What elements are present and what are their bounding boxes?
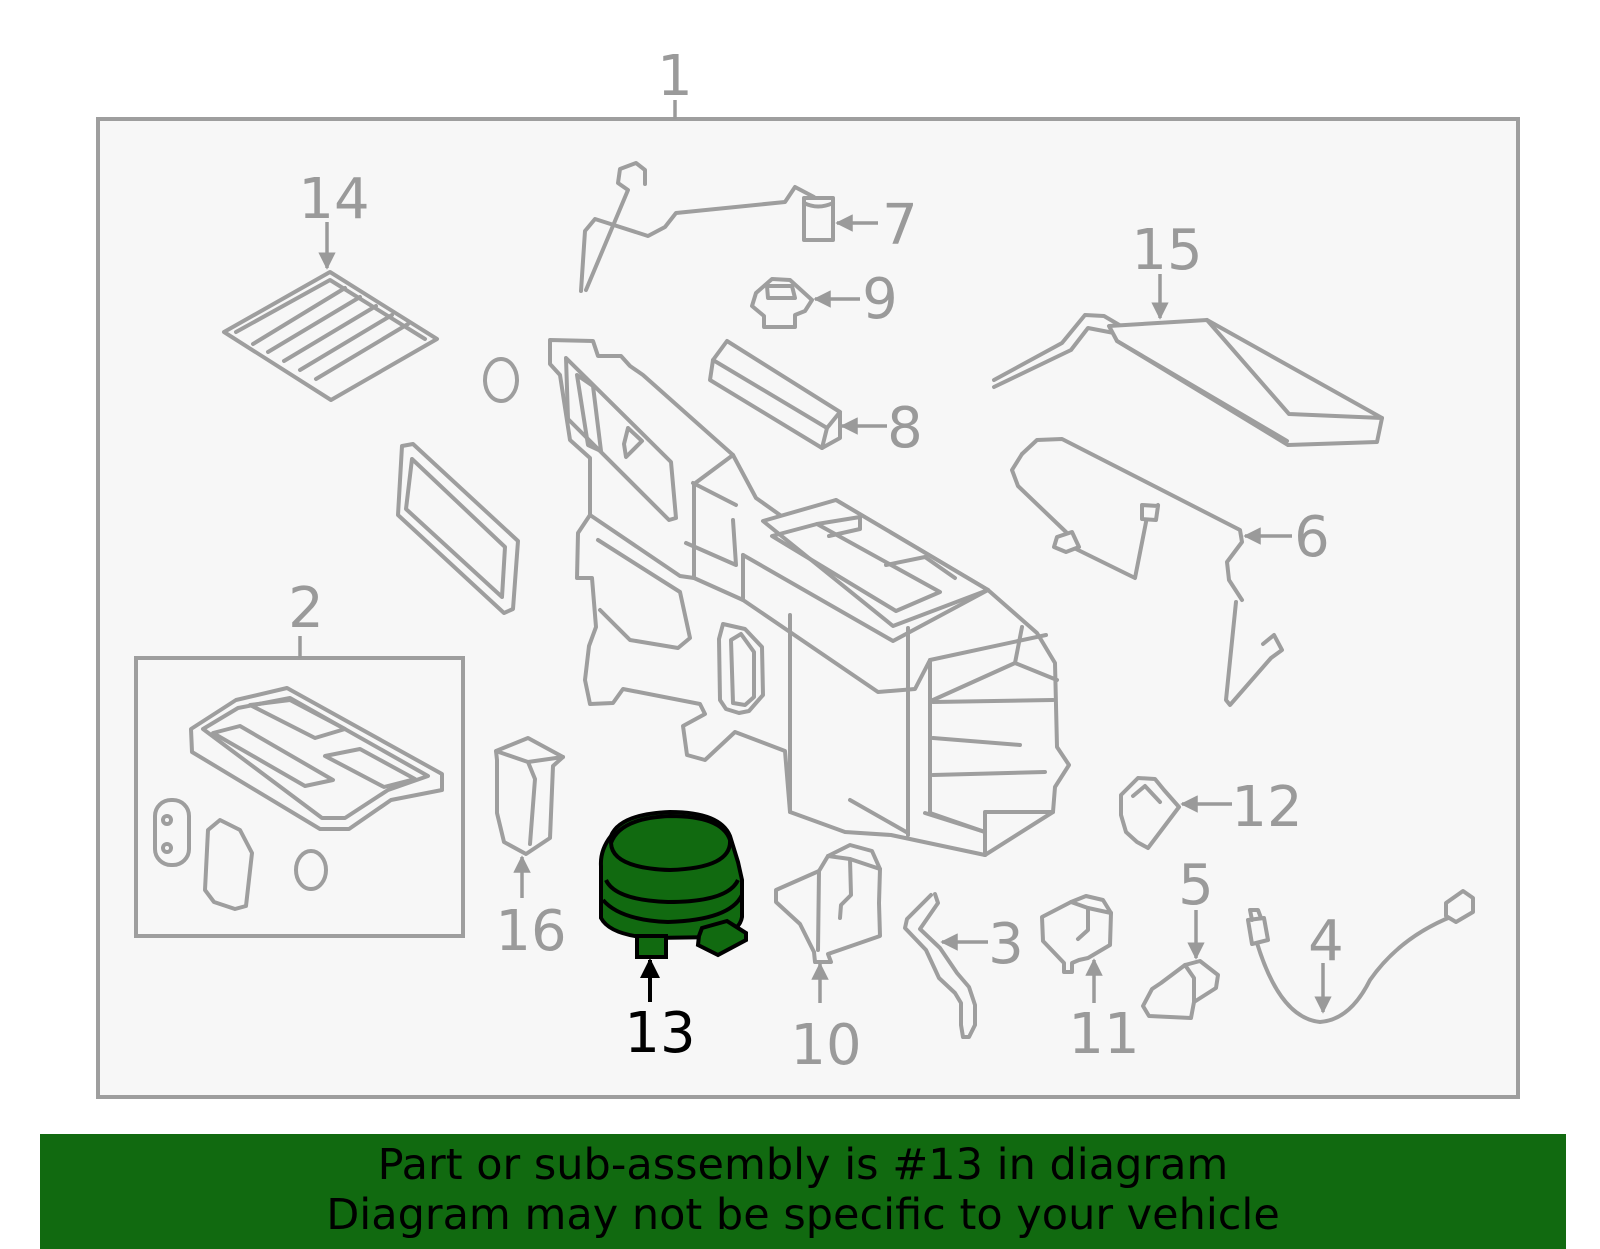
part-3-hose [903, 892, 977, 1039]
callout-12: 12 [1231, 775, 1302, 840]
banner-line-2: Diagram may not be specific to your vehi… [326, 1190, 1280, 1240]
gasket-panel [396, 442, 520, 615]
callout-10: 10 [790, 1013, 861, 1078]
gasket-panel-inner [404, 457, 507, 599]
part-14-evaporator [222, 270, 439, 402]
part-9-clip [750, 277, 814, 329]
callout-7: 7 [882, 193, 918, 258]
part-10-bracket [774, 843, 882, 964]
callout-16: 16 [495, 899, 566, 964]
part-6-harness [1010, 437, 1284, 707]
callout-6: 6 [1294, 505, 1330, 570]
callout-15: 15 [1131, 218, 1202, 283]
callout-2: 2 [288, 576, 324, 641]
callout-13: 13 [624, 1001, 695, 1066]
part-2-filter-housing [153, 686, 444, 911]
banner-line-1: Part or sub-assembly is #13 in diagram [377, 1140, 1229, 1190]
callout-3: 3 [988, 912, 1024, 977]
seal-ring [483, 357, 519, 403]
callout-4: 4 [1308, 909, 1344, 974]
callout-9: 9 [862, 267, 898, 332]
exploded-parts-diagram: 1 2 14 7 [96, 44, 1520, 1099]
callout-5: 5 [1178, 853, 1214, 918]
info-banner: Part or sub-assembly is #13 in diagram D… [40, 1134, 1566, 1249]
part-5-clip [1141, 959, 1220, 1020]
hvac-main-housing [548, 338, 1071, 857]
part-11-clip [1040, 894, 1113, 974]
callout-11: 11 [1068, 1002, 1139, 1067]
part-4-harness [1246, 889, 1475, 1024]
callout-14: 14 [298, 167, 369, 232]
callout-8: 8 [887, 396, 923, 461]
part-16-duct-piece [494, 736, 565, 856]
part-8-actuator [708, 339, 842, 450]
callout-1: 1 [657, 44, 693, 109]
part-12-bracket [1119, 776, 1181, 850]
part-15-duct [992, 313, 1384, 447]
part-13-blower-motor [598, 809, 748, 959]
part-7-sensor [579, 161, 835, 293]
